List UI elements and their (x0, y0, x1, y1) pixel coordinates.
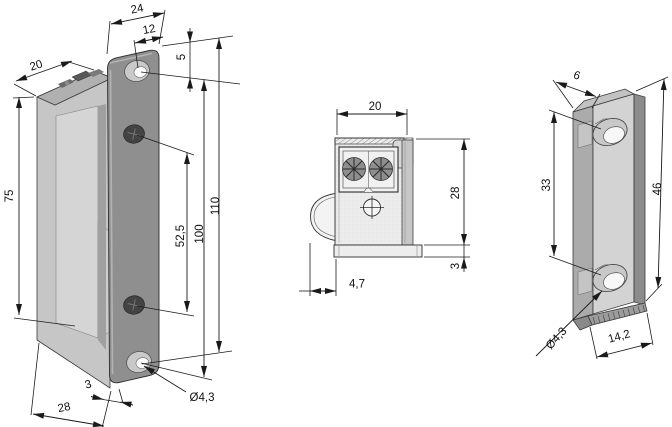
plate-recess-bottom (577, 267, 593, 296)
left-dimension-lines (15, 12, 222, 427)
strike-plate-view: 6 33 46 Ø4,3 14,2 (535, 69, 669, 360)
plate-hole-bottom (592, 263, 628, 293)
faceplate (107, 49, 160, 384)
top-view: 20 28 3 4,7 (299, 101, 470, 296)
dim-label-faceplate-thickness: 3 (84, 378, 93, 391)
dim-label-mount-hole-spacing: 100 (194, 224, 206, 243)
dim-label-topview-depth: 28 (450, 187, 462, 200)
dim-label-screw-spacing: 52,5 (175, 225, 187, 247)
top-view-baseplate (333, 244, 423, 258)
top-view-dimension-lines (310, 111, 467, 294)
screw-bottom (123, 295, 145, 315)
dim-label-body-width: 20 (28, 58, 44, 73)
strike-mechanism (58, 69, 104, 88)
strike-keeper (55, 105, 99, 339)
dim-label-plate-height: 46 (652, 183, 664, 196)
dim-label-plate-hole-spacing: 33 (541, 179, 553, 192)
dim-label-topview-width: 20 (369, 101, 382, 113)
left-extension-lines (12, 9, 241, 427)
adjustment-screw (360, 196, 384, 219)
plate-recess-top (577, 120, 593, 149)
dim-label-mount-hole-diameter: Ø4,3 (190, 392, 215, 404)
dim-label-faceplate-top-width: 24 (130, 2, 145, 16)
dim-label-plate-thickness: 6 (572, 69, 582, 82)
dim-label-plate-hole-diameter: Ø4,3 (544, 325, 570, 352)
dim-label-body-height: 75 (4, 190, 16, 203)
top-view-extension-lines (299, 109, 470, 296)
dim-label-latch-protrusion: 4,7 (349, 279, 365, 291)
dim-label-topview-thickness: 3 (450, 263, 462, 269)
plate-hole-top (592, 117, 628, 147)
dim-label-overall-depth: 28 (57, 401, 72, 415)
keeper-gap-shadow (98, 104, 106, 350)
latch-tongue (310, 192, 336, 242)
terminal-screw-left (342, 157, 366, 181)
isometric-strike-view: 24 12 5 20 75 52,5 100 110 3 28 Ø4,3 (4, 2, 241, 427)
dim-label-hole-offset: 12 (142, 23, 157, 37)
dim-label-plate-width: 14,2 (607, 328, 632, 345)
top-view-faceplate-edge (401, 139, 414, 246)
terminal-block (338, 146, 399, 193)
terminal-screw-right (369, 157, 393, 181)
plate-dimension-lines (535, 78, 667, 358)
plate-serrated-edge (572, 302, 648, 331)
dim-label-hole-edge-distance: 5 (176, 54, 188, 60)
plate-right-edge (633, 93, 646, 306)
screw-top (123, 124, 145, 144)
dim-label-faceplate-height: 110 (210, 197, 222, 215)
mount-hole-top (124, 60, 150, 82)
